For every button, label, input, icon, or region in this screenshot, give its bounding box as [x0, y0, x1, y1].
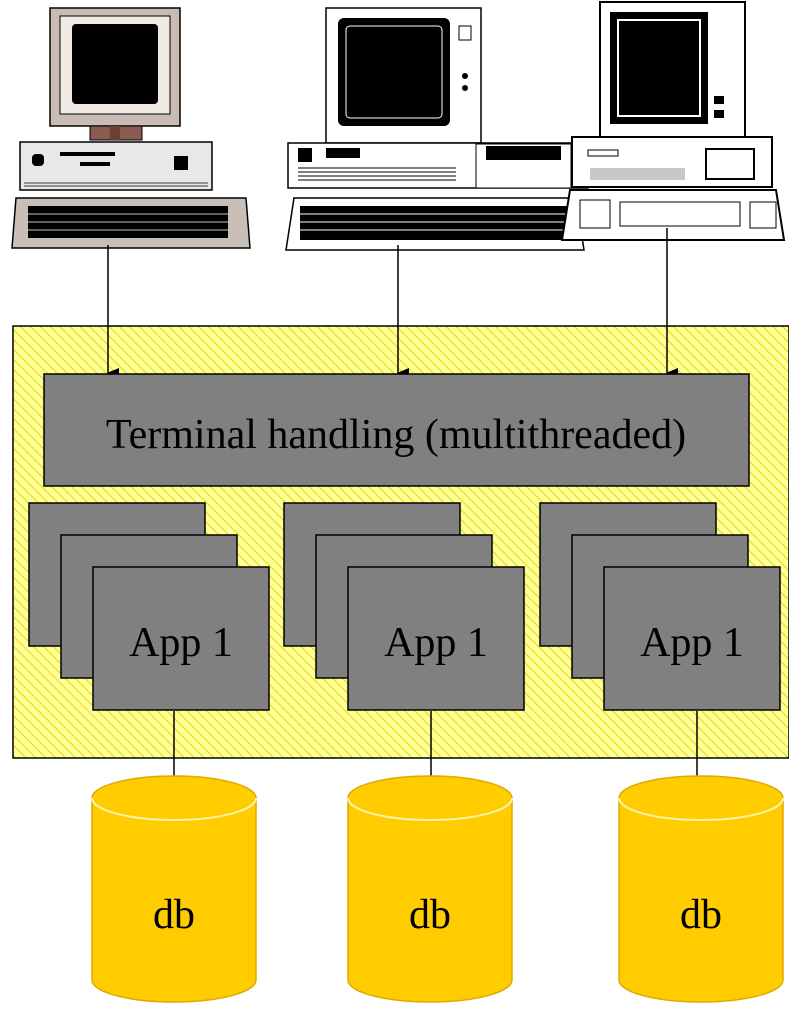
terminal-workstation-icon	[561, 1, 785, 241]
database-label: db	[409, 892, 451, 938]
app-label: App 1	[129, 620, 233, 666]
terminal-3	[561, 1, 785, 241]
app-instance-front	[603, 566, 781, 711]
ibm-ps2-computer-icon	[11, 7, 251, 249]
database-cylinder-icon	[91, 797, 257, 1003]
database-cylinder-icon	[347, 797, 513, 1003]
app-label: App 1	[640, 620, 744, 666]
app-group-1: App 1	[28, 502, 270, 711]
terminal-handler-label: Terminal handling (multithreaded)	[106, 412, 686, 458]
terminal-handler-box: Terminal handling (multithreaded)	[43, 373, 750, 487]
ibm-pc-at-computer-icon	[285, 7, 589, 251]
database-label: db	[680, 892, 722, 938]
app-instance-front	[347, 566, 525, 711]
terminal-1	[11, 7, 251, 249]
database-3: db	[618, 775, 784, 1003]
database-cylinder-icon	[618, 797, 784, 1003]
app-instance-front	[92, 566, 270, 711]
app-label: App 1	[384, 620, 488, 666]
database-1: db	[91, 775, 257, 1003]
app-group-2: App 1	[283, 502, 525, 711]
terminal-2	[285, 7, 589, 251]
database-label: db	[153, 892, 195, 938]
app-group-3: App 1	[539, 502, 781, 711]
database-2: db	[347, 775, 513, 1003]
terminal-arrows	[107, 228, 678, 378]
